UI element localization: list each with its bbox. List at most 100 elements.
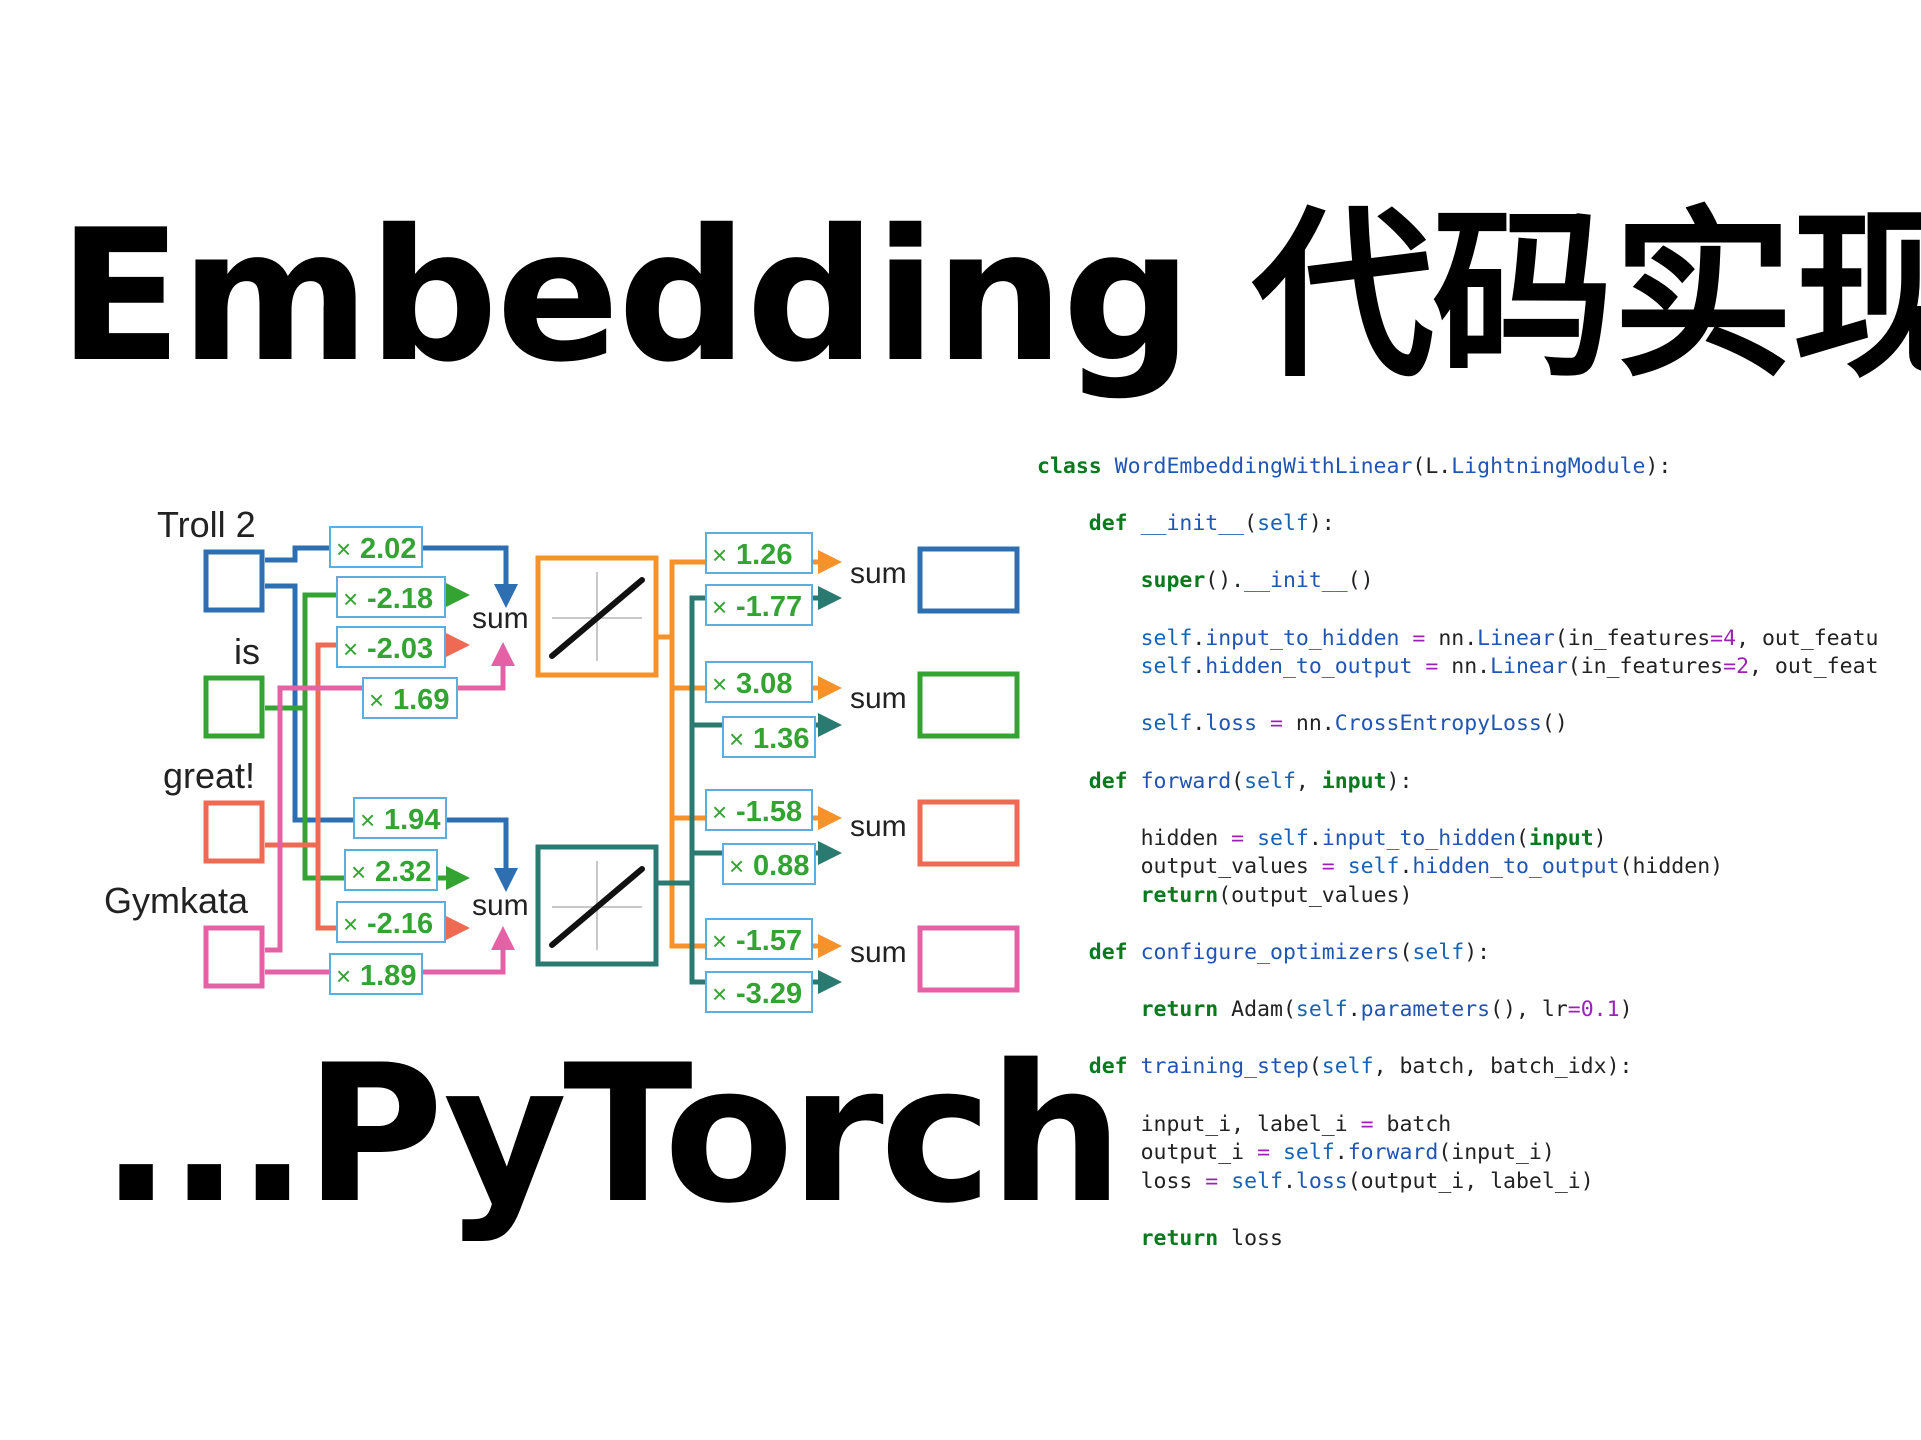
weight-box bbox=[722, 843, 816, 885]
weight-value: 2.32 bbox=[375, 856, 431, 888]
times-symbol: × bbox=[712, 669, 727, 699]
arrowhead bbox=[491, 642, 515, 666]
code-token bbox=[1037, 997, 1141, 1022]
code-token: LightningModule bbox=[1451, 454, 1646, 479]
code-token: return bbox=[1140, 997, 1232, 1023]
code-token: = bbox=[1412, 654, 1452, 680]
output-box bbox=[917, 546, 1020, 614]
input-word-box bbox=[203, 800, 265, 864]
code-token: . bbox=[1399, 854, 1413, 880]
code-line: def forward(self, input): bbox=[1037, 768, 1887, 797]
code-line bbox=[1037, 739, 1887, 768]
times-symbol: × bbox=[712, 979, 727, 1009]
arrowhead bbox=[818, 934, 842, 958]
input-word-box bbox=[203, 925, 265, 989]
code-line: self.input_to_hidden = nn.Linear(in_feat… bbox=[1037, 625, 1887, 654]
code-token: ): bbox=[1464, 940, 1491, 966]
code-token: return bbox=[1140, 882, 1219, 908]
code-token: (output_values) bbox=[1218, 882, 1413, 908]
code-token: , out_featu bbox=[1736, 625, 1879, 651]
code-token: = bbox=[1710, 625, 1724, 651]
code-token: ( bbox=[1244, 511, 1258, 537]
weight-value: -2.18 bbox=[367, 583, 433, 615]
arrowhead bbox=[818, 676, 842, 700]
weight-value: 1.89 bbox=[360, 960, 416, 992]
code-token: 0.1 bbox=[1580, 997, 1620, 1023]
weight-box bbox=[362, 677, 458, 719]
code-token: . bbox=[1192, 654, 1206, 680]
code-token: self bbox=[1282, 1140, 1335, 1166]
code-line bbox=[1037, 1196, 1887, 1225]
code-token: . bbox=[1192, 711, 1206, 737]
arrowhead bbox=[446, 916, 470, 940]
code-token: self bbox=[1140, 625, 1193, 651]
times-symbol: × bbox=[336, 534, 351, 564]
output-sum-label: sum bbox=[850, 936, 907, 969]
page-title: Embedding 代码实现 bbox=[58, 190, 1921, 402]
code-token: self bbox=[1257, 511, 1309, 537]
code-token: = bbox=[1399, 625, 1439, 651]
code-line bbox=[1037, 482, 1887, 511]
code-token: def bbox=[1088, 940, 1141, 966]
code-token: def bbox=[1088, 1054, 1141, 1080]
code-line: loss = self.loss(output_i, label_i) bbox=[1037, 1168, 1887, 1197]
code-line: self.loss = nn.CrossEntropyLoss() bbox=[1037, 710, 1887, 739]
code-line bbox=[1037, 968, 1887, 997]
weight-box bbox=[705, 661, 813, 703]
arrowhead bbox=[494, 868, 518, 892]
diagram-boxes bbox=[203, 526, 1020, 1013]
code-token: self bbox=[1231, 1168, 1283, 1194]
times-symbol: × bbox=[343, 634, 358, 664]
code-token: (output_i, label_i) bbox=[1347, 1168, 1594, 1194]
arrowhead bbox=[818, 713, 842, 737]
times-symbol: × bbox=[351, 857, 366, 887]
times-symbol: × bbox=[712, 926, 727, 956]
code-token: nn. bbox=[1451, 654, 1491, 680]
code-line: def __init__(self): bbox=[1037, 510, 1887, 539]
weight-value: 2.02 bbox=[360, 533, 416, 565]
code-token bbox=[1335, 854, 1348, 879]
output-sum-label: sum bbox=[850, 682, 907, 715]
code-token: loss bbox=[1205, 711, 1258, 737]
weight-value: 1.36 bbox=[753, 723, 809, 755]
code-token: self bbox=[1140, 654, 1193, 680]
code-token: WordEmbeddingWithLinear bbox=[1114, 454, 1413, 479]
code-token: . bbox=[1192, 625, 1206, 651]
input-word-box bbox=[203, 549, 265, 613]
code-token: input_to_hidden bbox=[1205, 625, 1400, 651]
times-symbol: × bbox=[712, 592, 727, 622]
weight-value: 1.69 bbox=[393, 684, 449, 716]
code-token: loss bbox=[1295, 1168, 1348, 1194]
code-token bbox=[1037, 769, 1089, 794]
input-label: Troll 2 bbox=[157, 504, 256, 545]
weight-box bbox=[329, 526, 423, 568]
code-token: . bbox=[1308, 825, 1322, 851]
code-token: training_step bbox=[1140, 1054, 1309, 1080]
code-token: ( bbox=[1308, 1054, 1322, 1080]
code-token: = bbox=[1205, 1168, 1219, 1194]
code-token: . bbox=[1334, 1140, 1348, 1166]
code-token: parameters bbox=[1360, 997, 1491, 1023]
arrowhead bbox=[494, 584, 518, 608]
code-token bbox=[1037, 1054, 1089, 1079]
weight-box bbox=[705, 584, 813, 626]
page-subtitle: ...PyTorch bbox=[100, 1024, 1124, 1245]
times-symbol: × bbox=[336, 961, 351, 991]
code-token: = bbox=[1321, 854, 1335, 880]
code-token: (input_i) bbox=[1438, 1140, 1555, 1166]
code-line: output_i = self.forward(input_i) bbox=[1037, 1139, 1887, 1168]
code-token: return bbox=[1140, 1226, 1232, 1252]
code-token: , bbox=[1295, 768, 1322, 794]
code-token: input bbox=[1528, 825, 1594, 851]
code-token: forward bbox=[1347, 1140, 1439, 1166]
code-line: return(output_values) bbox=[1037, 882, 1887, 911]
hidden-sum-label: sum bbox=[472, 889, 529, 922]
weight-value: -2.16 bbox=[367, 908, 433, 940]
code-token: . bbox=[1347, 997, 1361, 1023]
code-token bbox=[1037, 826, 1141, 851]
times-symbol: × bbox=[712, 540, 727, 570]
code-token bbox=[1037, 883, 1141, 908]
arrowhead bbox=[446, 633, 470, 657]
code-token: class bbox=[1037, 454, 1115, 479]
code-line: return loss bbox=[1037, 1225, 1887, 1253]
